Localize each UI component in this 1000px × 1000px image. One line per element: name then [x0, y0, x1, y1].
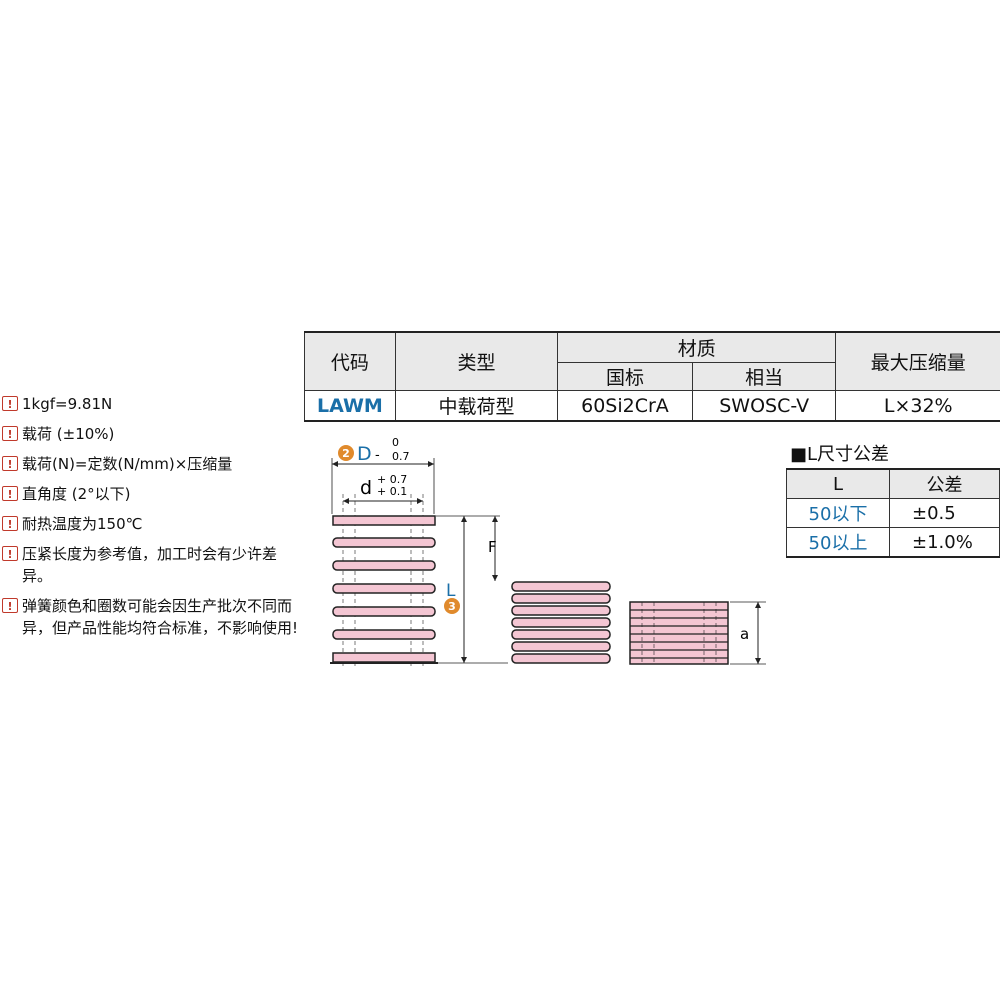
- note-text: 载荷(N)=定数(N/mm)×压缩量: [22, 455, 233, 473]
- warning-icon: !: [2, 516, 18, 531]
- note-item: ! 载荷(N)=定数(N/mm)×压缩量: [0, 453, 300, 475]
- note-item: ! 弹簧颜色和圈数可能会因生产批次不同而异，但产品性能均符合标准，不影响使用!: [0, 595, 300, 639]
- warning-icon: !: [2, 486, 18, 501]
- callout-number: 3: [448, 600, 456, 613]
- tol-cell-value: ±1.0%: [889, 527, 1000, 558]
- cell-type: 中载荷型: [394, 390, 559, 422]
- label-a: a: [740, 625, 749, 643]
- cell-code: LAWM: [304, 390, 396, 422]
- cell-gb: 60Si2CrA: [557, 390, 693, 422]
- label-D-sign: -: [375, 448, 380, 463]
- tol-cell-l: 50以上: [786, 527, 890, 558]
- table-row: 50以下 ±0.5: [786, 498, 1000, 528]
- label-L: L: [446, 581, 456, 601]
- spec-table: 代码 类型 材质 最大压缩量 国标 相当 LAWM 中载荷型 60Si2CrA …: [304, 331, 1000, 422]
- dimension-d: d + 0.7 + 0.1: [342, 473, 424, 669]
- warning-icon: !: [2, 396, 18, 411]
- callout-number: 2: [342, 447, 350, 460]
- label-d-upper: + 0.7: [377, 473, 407, 486]
- warning-icon: !: [2, 598, 18, 613]
- label-D: D: [357, 443, 372, 465]
- header-type: 类型: [394, 331, 559, 391]
- label-F: F: [488, 538, 497, 556]
- tol-cell-value: ±0.5: [889, 498, 1000, 528]
- note-item: ! 载荷 (±10%): [0, 423, 300, 445]
- warning-icon: !: [2, 546, 18, 561]
- tol-header-l: L: [786, 468, 890, 499]
- tolerance-table: L 公差 50以下 ±0.5 50以上 ±1.0%: [786, 468, 1000, 558]
- spring-free: [330, 515, 438, 664]
- note-text: 直角度 (2°以下): [22, 485, 131, 503]
- warning-icon: !: [2, 456, 18, 471]
- note-text: 弹簧颜色和圈数可能会因生产批次不同而异，但产品性能均符合标准，不影响使用!: [22, 597, 299, 637]
- note-text: 压紧长度为参考值，加工时会有少许差异。: [22, 545, 278, 585]
- label-d: d: [360, 477, 372, 499]
- spring-drawing: 2 D - 0 0.7 d + 0.7 + 0.1: [330, 436, 766, 669]
- table-row: LAWM 中载荷型 60Si2CrA SWOSC-V L×32%: [304, 390, 1000, 422]
- header-gb: 国标: [557, 362, 693, 391]
- note-item: ! 直角度 (2°以下): [0, 483, 300, 505]
- header-material: 材质: [557, 331, 837, 363]
- note-text: 耐热温度为150℃: [22, 515, 143, 533]
- cell-equivalent: SWOSC-V: [691, 390, 837, 422]
- tol-cell-l: 50以下: [786, 498, 890, 528]
- note-text: 载荷 (±10%): [22, 425, 115, 443]
- note-item: ! 1kgf=9.81N: [0, 393, 300, 415]
- label-d-lower: + 0.1: [377, 485, 407, 498]
- callout-marker: [444, 598, 460, 614]
- note-item: ! 耐热温度为150℃: [0, 513, 300, 535]
- table-row: 50以上 ±1.0%: [786, 527, 1000, 558]
- callout-marker: [338, 445, 354, 461]
- label-D-lower: 0.7: [392, 450, 410, 463]
- dimension-L: 3 L: [436, 515, 508, 664]
- header-max-compression: 最大压缩量: [835, 331, 1000, 391]
- note-text: 1kgf=9.81N: [22, 395, 113, 413]
- cell-max-compression: L×32%: [835, 390, 1000, 422]
- notes-list: ! 1kgf=9.81N ! 载荷 (±10%) ! 载荷(N)=定数(N/mm…: [0, 393, 300, 647]
- dimension-a: a: [730, 601, 766, 665]
- note-item: ! 压紧长度为参考值，加工时会有少许差异。: [0, 543, 300, 587]
- tolerance-title: ■L尺寸公差: [790, 444, 890, 465]
- label-D-upper: 0: [392, 436, 399, 449]
- spring-compressed: [511, 581, 611, 664]
- warning-icon: !: [2, 426, 18, 441]
- spring-solid: [629, 601, 729, 665]
- dimension-D: 2 D - 0 0.7: [331, 436, 435, 514]
- header-equivalent: 相当: [691, 362, 837, 391]
- header-code: 代码: [304, 331, 396, 391]
- dimension-F: F: [488, 516, 498, 581]
- tol-header-tol: 公差: [889, 468, 1000, 499]
